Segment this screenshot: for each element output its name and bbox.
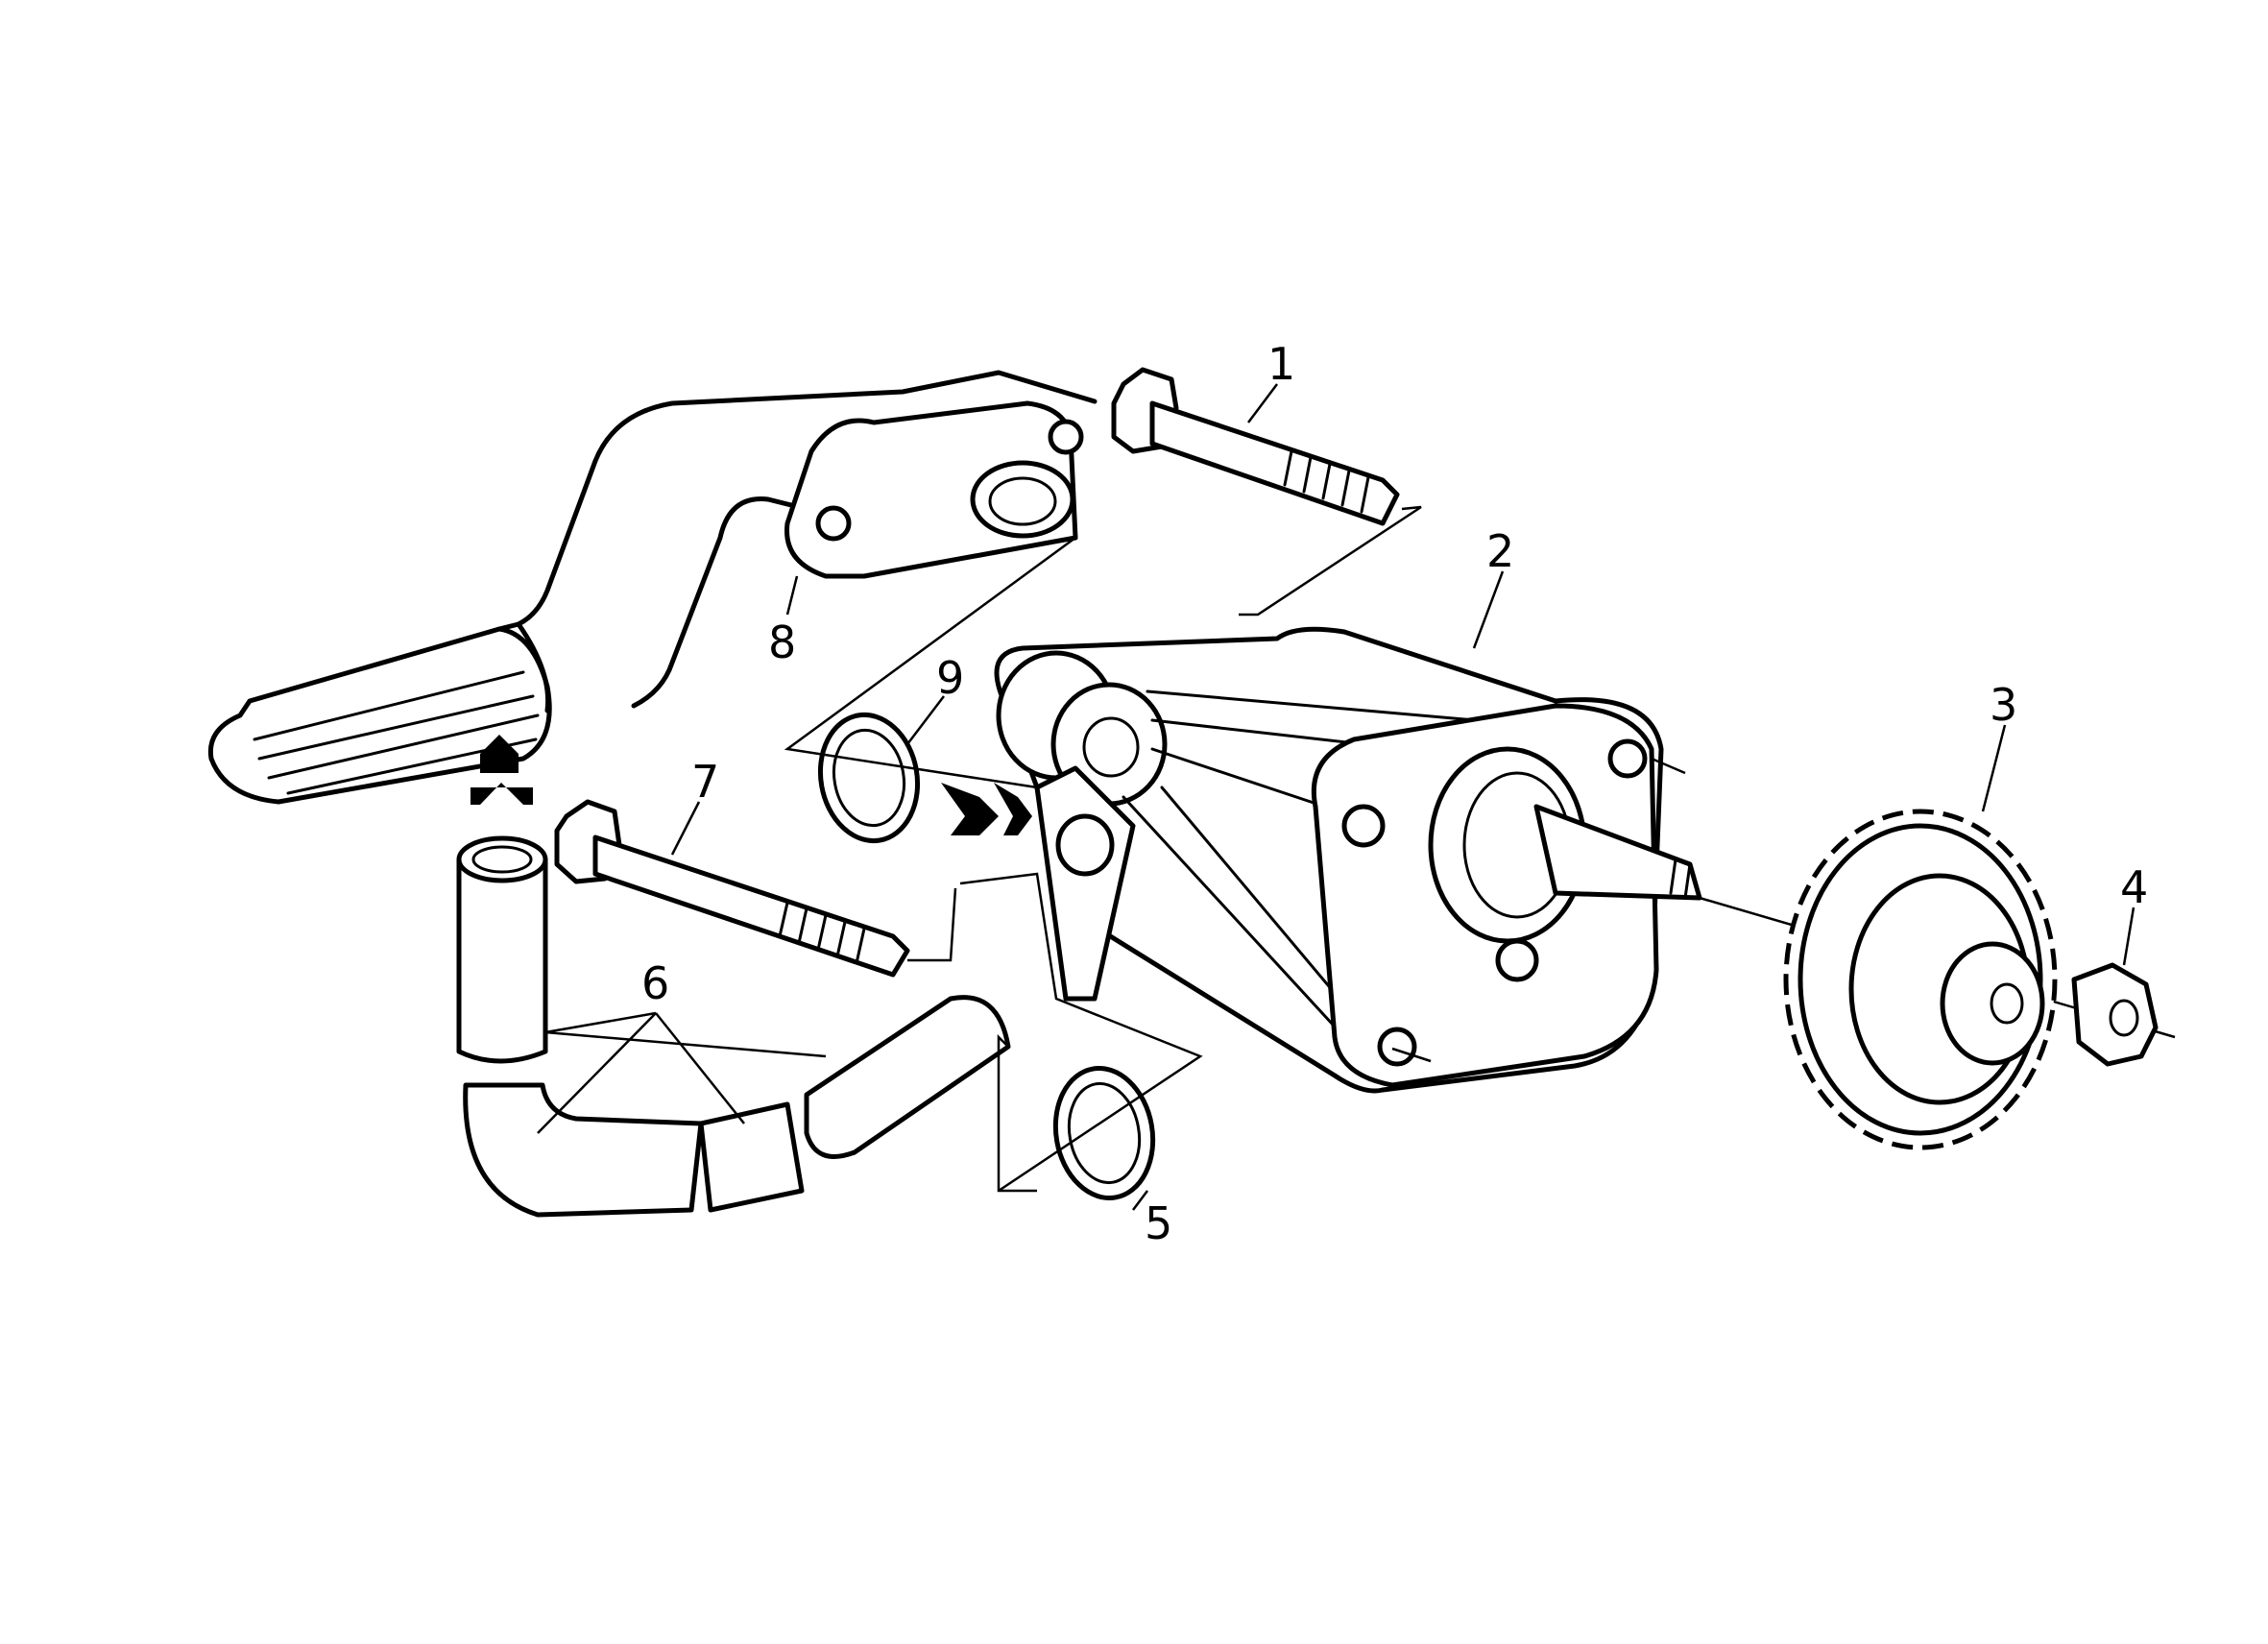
callout-9: 9 [936, 652, 964, 704]
part-3-drive-gear [1783, 809, 2058, 1150]
part-4-nut [2071, 962, 2159, 1067]
part-6-hoses [456, 835, 1011, 1218]
assembly-line-6 [997, 1033, 1037, 1193]
flow-arrow-right-icon [941, 783, 1032, 835]
callout-8: 8 [768, 616, 796, 668]
callout-5: 5 [1145, 1197, 1172, 1249]
callout-leaders [537, 383, 2135, 1211]
assembly-line-8 [784, 536, 1076, 789]
part-2-pump-housing [994, 626, 1702, 1094]
assembly-axis-stud-a [1651, 757, 1686, 775]
flow-arrow-up-icon [470, 735, 533, 805]
assembly-axis-stud-b [1391, 1047, 1432, 1063]
callout-4: 4 [2120, 861, 2148, 913]
callout-6: 6 [641, 957, 669, 1009]
part-8-strainer-pipe [207, 370, 1098, 805]
callout-7: 7 [691, 756, 719, 808]
callout-1: 1 [1267, 338, 1295, 390]
part-7-bolt [554, 799, 910, 978]
assembly-line-5 [959, 872, 1203, 1193]
callout-3: 3 [1990, 679, 2017, 731]
assembly-line-7 [907, 887, 957, 962]
assembly-line-1 [1239, 505, 1422, 616]
part-9-seal-ring [817, 712, 921, 844]
callout-2: 2 [1486, 525, 1514, 577]
part-1-bolt [1111, 367, 1400, 526]
part-5-seal-ring [1052, 1065, 1156, 1201]
